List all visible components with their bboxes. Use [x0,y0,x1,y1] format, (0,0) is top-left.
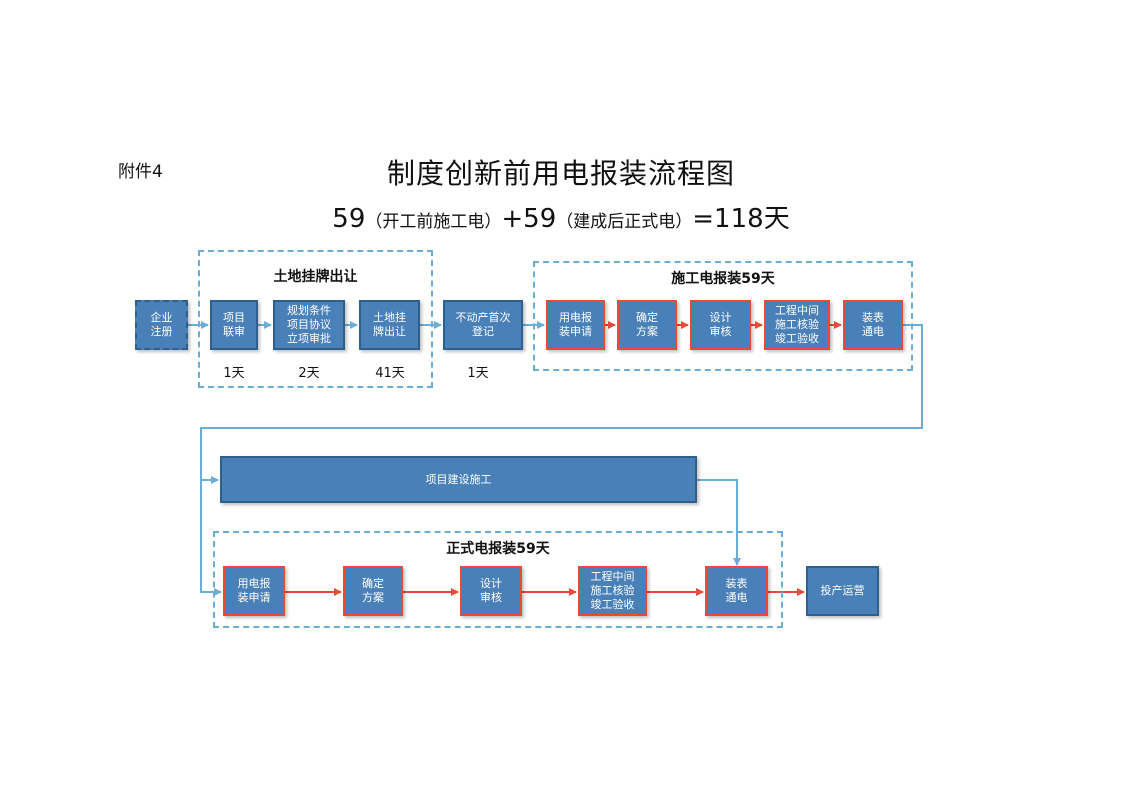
box-planning-approval: 规划条件 项目协议 立项审批 [273,300,345,350]
group-temp-power-label: 施工电报装59天 [671,271,775,287]
page-title: 制度创新前用电报装流程图 [386,157,735,190]
subtitle-total: =118 [692,204,764,234]
box-temp-apply: 用电报 装申请 [546,300,605,350]
box-formal-apply-text: 用电报 装申请 [237,577,271,604]
box-formal-apply: 用电报 装申请 [223,566,285,616]
box-operation-text: 投产运营 [820,584,865,597]
subtitle-unit: 天 [763,204,790,234]
group-temp-power [533,261,913,371]
group-land-listing [198,250,433,388]
box-operation: 投产运营 [806,566,879,616]
box-formal-meter: 装表 通电 [705,566,768,616]
box-temp-apply-text: 用电报 装申请 [559,311,592,338]
days-planning: 2天 [298,366,320,381]
box-temp-meter: 装表 通电 [843,300,903,350]
box-temp-plan-text: 确定 方案 [636,311,658,338]
box-planning-approval-text: 规划条件 项目协议 立项审批 [287,304,331,345]
page-subtitle: 59（开工前施工电）+59（建成后正式电）=118天 [0,198,1122,235]
box-joint-review-text: 项目 联审 [223,311,245,338]
box-formal-design-text: 设计 审核 [480,577,502,604]
box-formal-meter-text: 装表 通电 [725,577,748,604]
box-temp-inspection-text: 工程中间 施工核验 竣工验收 [775,304,819,345]
box-formal-inspection: 工程中间 施工核验 竣工验收 [578,566,647,616]
subtitle-part-1: （开工前施工电） [365,212,502,232]
days-real-estate: 1天 [467,366,489,381]
subtitle-part-2: （建成后正式电） [556,212,693,232]
box-temp-design: 设计 审核 [690,300,751,350]
box-formal-design: 设计 审核 [460,566,522,616]
group-formal-power-label: 正式电报装59天 [446,541,550,557]
box-land-listing: 土地挂 牌出让 [359,300,420,350]
days-joint-review: 1天 [223,366,245,381]
connector-temp-to-construction [200,324,923,484]
box-project-construction-text: 项目建设施工 [425,472,492,486]
box-temp-inspection: 工程中间 施工核验 竣工验收 [764,300,830,350]
box-formal-plan: 确定 方案 [343,566,403,616]
box-real-estate-registration: 不动产首次 登记 [443,300,523,350]
box-project-construction: 项目建设施工 [220,456,697,503]
group-land-listing-label: 土地挂牌出让 [273,269,358,285]
subtitle-num-1: 59 [332,204,366,234]
days-land-listing: 41天 [375,366,405,381]
box-land-listing-text: 土地挂 牌出让 [373,311,406,338]
annex-label: 附件4 [118,162,163,182]
box-temp-design-text: 设计 审核 [709,311,732,338]
connector-construction-to-meter [697,479,741,566]
box-formal-plan-text: 确定 方案 [362,577,384,604]
box-real-estate-registration-text: 不动产首次 登记 [455,311,511,338]
box-temp-meter-text: 装表 通电 [862,311,884,338]
box-enterprise-registration-text: 企业 注册 [150,311,173,338]
box-formal-inspection-text: 工程中间 施工核验 竣工验收 [590,570,635,611]
box-temp-plan: 确定 方案 [617,300,677,350]
subtitle-num-2: +59 [501,204,557,234]
group-formal-power [213,531,783,628]
box-joint-review: 项目 联审 [210,300,258,350]
box-enterprise-registration: 企业 注册 [135,300,188,350]
